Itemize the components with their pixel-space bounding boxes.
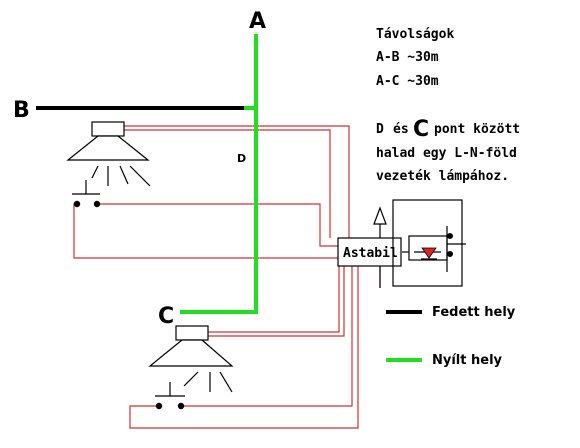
green-main-line: [180, 34, 258, 314]
desc-d: D: [376, 122, 384, 137]
relay-block: [373, 199, 466, 287]
wire-top-switch-left: [73, 203, 338, 259]
label-b: B: [13, 98, 30, 123]
legend-covered-label: Fedett hely: [432, 305, 516, 320]
legend-open-label: Nyílt hely: [432, 353, 503, 368]
lamp-bottom-icon: [148, 325, 234, 393]
astabil-label: Astabil: [343, 246, 398, 261]
notes-title: Távolságok: [376, 27, 454, 42]
desc-es: és: [393, 122, 409, 137]
astabil-box[interactable]: [337, 237, 402, 267]
wire-top-lamp-2: [124, 129, 331, 238]
label-a: A: [249, 9, 266, 34]
desc-line2: halad egy L-N-föld: [376, 146, 517, 161]
wire-bottom-switch-left: [129, 266, 359, 429]
lamp-top-icon: [66, 121, 151, 187]
switch-bottom-icon: [155, 382, 185, 410]
switch-top-icon: [72, 180, 101, 208]
label-d: D: [237, 152, 246, 165]
wire-bottom-lamp-1: [207, 266, 340, 333]
wire-bottom-switch-right: [181, 266, 353, 407]
desc-rest: pont között: [434, 122, 520, 137]
wire-top-switch-right: [97, 203, 338, 247]
wire-top-lamp-1: [124, 125, 350, 238]
notes-line1: A-B ~30m: [376, 50, 439, 65]
desc-line3: vezeték lámpához.: [376, 169, 509, 184]
wire-bottom-lamp-2: [207, 266, 345, 337]
open-cable-a-c: [180, 34, 258, 314]
notes-line2: A-C ~30m: [376, 74, 439, 89]
desc-c: C: [413, 117, 429, 142]
led-icon: [421, 247, 437, 259]
label-c: C: [158, 304, 174, 329]
